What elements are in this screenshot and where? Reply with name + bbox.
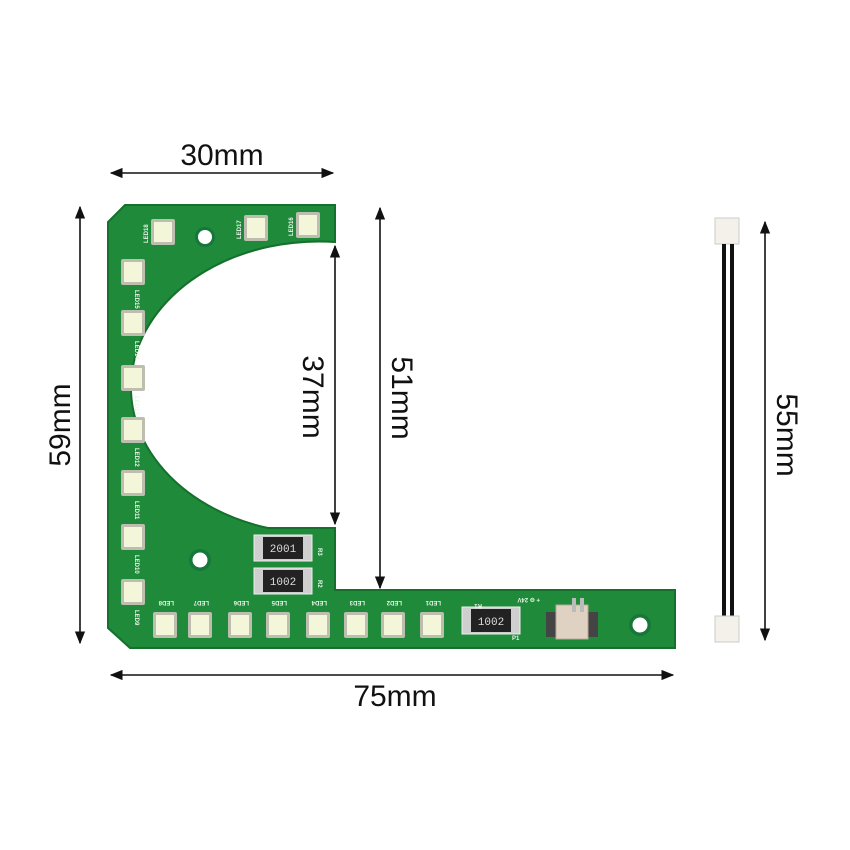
dim-label-cable-length: 55mm	[770, 393, 803, 476]
led-label: LED13	[133, 396, 139, 415]
resistor-r3: 2001 R3	[253, 534, 322, 562]
led: LED15	[121, 259, 145, 309]
dimension-lines	[74, 167, 771, 681]
led-label: LED2	[386, 599, 402, 605]
led: LED1	[420, 599, 444, 638]
dim-label-top-width: 30mm	[180, 139, 263, 172]
svg-text:P1: P1	[512, 636, 520, 642]
led-label: LED14	[133, 341, 139, 360]
led-label: LED11	[133, 501, 139, 520]
led-label: LED9	[133, 610, 139, 626]
led-label: LED1	[425, 599, 441, 605]
led: LED6	[228, 599, 252, 638]
led: LED13	[121, 365, 145, 415]
led: LED18	[144, 219, 175, 245]
led-label: LED18	[144, 224, 150, 243]
power-connector: + ⊖ 24V	[517, 596, 598, 640]
svg-text:R3: R3	[316, 548, 322, 556]
dim-label-left-height: 59mm	[44, 383, 77, 466]
led: LED5	[266, 599, 290, 638]
svg-text:R2: R2	[316, 580, 322, 588]
led-label: LED6	[233, 599, 249, 605]
led-label: LED10	[133, 555, 139, 574]
led: LED17	[237, 215, 268, 241]
led: LED4	[306, 599, 330, 638]
led-label: LED15	[133, 290, 139, 309]
resistor-r1: 1002 R1 P1	[461, 602, 521, 642]
dim-label-right-height: 51mm	[385, 356, 418, 439]
led: LED9	[121, 579, 145, 626]
resistor-r2: 1002 R2	[253, 567, 322, 595]
cable-assembly	[714, 217, 740, 643]
svg-text:R1: R1	[474, 602, 482, 608]
led: LED11	[121, 470, 145, 520]
led: LED7	[188, 599, 212, 638]
led-label: LED16	[289, 217, 295, 236]
dim-label-total-width: 75mm	[353, 680, 436, 713]
led: LED8	[153, 599, 177, 638]
led: LED10	[121, 524, 145, 574]
led: LED12	[121, 417, 145, 467]
led-label: LED12	[133, 448, 139, 467]
led-label: LED5	[271, 599, 287, 605]
mounting-holes	[189, 227, 651, 636]
svg-text:2001: 2001	[270, 544, 297, 556]
led: LED14	[121, 310, 145, 360]
led: LED3	[344, 599, 368, 638]
dim-label-inner-height: 37mm	[296, 355, 329, 438]
led-label: LED7	[193, 599, 209, 605]
led-label: LED3	[349, 599, 365, 605]
svg-text:+ ⊖ 24V: + ⊖ 24V	[517, 596, 540, 602]
led: LED2	[381, 599, 405, 638]
svg-text:1002: 1002	[478, 617, 504, 629]
led-label: LED4	[311, 599, 327, 605]
led-label: LED8	[158, 599, 174, 605]
led: LED16	[289, 212, 320, 238]
svg-text:1002: 1002	[270, 577, 296, 589]
led-label: LED17	[237, 220, 243, 239]
